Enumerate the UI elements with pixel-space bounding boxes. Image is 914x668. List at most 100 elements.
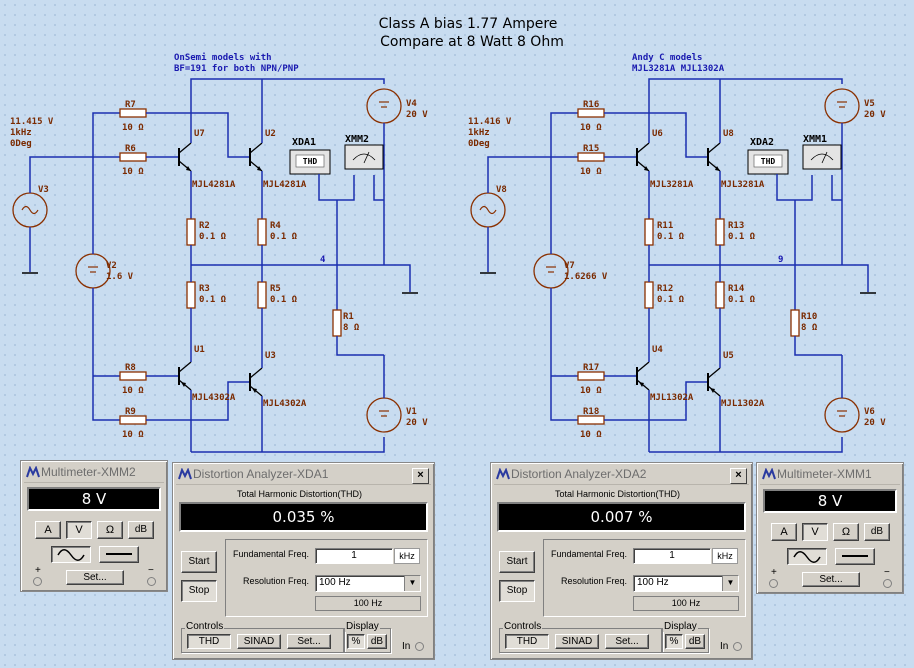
multimeter-xmm2-set-button[interactable]: Set... bbox=[66, 570, 124, 585]
transistor-u8[interactable] bbox=[707, 142, 721, 172]
instrument-xmm1[interactable] bbox=[802, 144, 842, 170]
xda2-percent-button[interactable]: % bbox=[665, 634, 683, 649]
xda1-set-button[interactable]: Set... bbox=[287, 634, 331, 649]
multimeter-xmm2-amps-button[interactable]: A bbox=[35, 521, 61, 539]
rail-source-v5[interactable] bbox=[824, 88, 860, 124]
xda2-db-button[interactable]: dB bbox=[685, 634, 705, 649]
multimeter-xmm2-ac-button[interactable] bbox=[51, 546, 91, 563]
distortion-analyzer-xda2-window[interactable]: Distortion Analyzer-XDA2 × Total Harmoni… bbox=[490, 462, 753, 660]
rail-source-name: V4 bbox=[406, 99, 417, 109]
resistor-r12[interactable] bbox=[644, 281, 654, 309]
transistor-u6[interactable] bbox=[636, 142, 650, 172]
resistor-value: 8 Ω bbox=[801, 323, 818, 333]
multimeter-xmm2-ohms-button[interactable]: Ω bbox=[97, 521, 123, 539]
xda1-settings-panel bbox=[225, 539, 428, 617]
resistor-r8[interactable] bbox=[119, 371, 147, 381]
multimeter-xmm2-window[interactable]: Multimeter-XMM2 8 V A V Ω dB + − Set... bbox=[20, 460, 168, 592]
transistor-u2[interactable] bbox=[249, 142, 263, 172]
xda2-close-button[interactable]: × bbox=[730, 468, 747, 484]
xda2-in-label: In bbox=[720, 641, 729, 652]
resistor-r18[interactable] bbox=[577, 415, 605, 425]
dropdown-arrow-icon[interactable]: ▼ bbox=[404, 576, 420, 591]
multimeter-xmm1-ac-button[interactable] bbox=[787, 548, 827, 565]
dropdown-arrow-icon[interactable]: ▼ bbox=[722, 576, 738, 591]
xda1-resolution-select[interactable]: 100 Hz ▼ bbox=[315, 575, 421, 592]
xda1-fundamental-input[interactable]: 1 bbox=[315, 548, 393, 564]
multimeter-xmm2-dc-button[interactable] bbox=[99, 546, 139, 563]
xda2-input-terminal[interactable] bbox=[733, 642, 742, 651]
bias-source-v2[interactable] bbox=[75, 253, 111, 289]
rail-source-v4[interactable] bbox=[366, 88, 402, 124]
multimeter-xmm2-plus-terminal[interactable] bbox=[33, 577, 42, 586]
multimeter-xmm2-titlebar[interactable]: Multimeter-XMM2 bbox=[24, 464, 164, 483]
rail-source-value: 20 V bbox=[406, 418, 428, 428]
xda1-percent-button[interactable]: % bbox=[347, 634, 365, 649]
multimeter-xmm1-ohms-button[interactable]: Ω bbox=[833, 523, 859, 541]
multimeter-xmm2-db-button[interactable]: dB bbox=[128, 521, 154, 539]
xda2-stop-button[interactable]: Stop bbox=[499, 580, 535, 602]
ac-source-v8[interactable] bbox=[470, 192, 506, 228]
resistor-r15[interactable] bbox=[577, 152, 605, 162]
resistor-r14[interactable] bbox=[715, 281, 725, 309]
resistor-r1[interactable] bbox=[332, 309, 342, 337]
xda2-thd-button[interactable]: THD bbox=[505, 634, 549, 649]
resistor-r10[interactable] bbox=[790, 309, 800, 337]
xda1-start-button[interactable]: Start bbox=[181, 551, 217, 573]
instrument-xmm2[interactable] bbox=[344, 144, 384, 170]
xda1-thd-button[interactable]: THD bbox=[187, 634, 231, 649]
bias-source-v7[interactable] bbox=[533, 253, 569, 289]
resistor-r11[interactable] bbox=[644, 218, 654, 246]
xda1-sinad-button[interactable]: SINAD bbox=[237, 634, 281, 649]
multimeter-xmm1-volts-button[interactable]: V bbox=[802, 523, 828, 541]
distortion-analyzer-xda1-window[interactable]: Distortion Analyzer-XDA1 × Total Harmoni… bbox=[172, 462, 435, 660]
rail-source-v1[interactable] bbox=[366, 397, 402, 433]
multimeter-xmm1-titlebar[interactable]: Multimeter-XMM1 bbox=[760, 466, 900, 485]
xda1-fundamental-unit[interactable]: kHz bbox=[394, 548, 420, 564]
resistor-r13[interactable] bbox=[715, 218, 725, 246]
transistor-arrow bbox=[710, 388, 715, 393]
resistor-r3[interactable] bbox=[186, 281, 196, 309]
xda1-stop-button[interactable]: Stop bbox=[181, 580, 217, 602]
multimeter-xmm1-plus-terminal[interactable] bbox=[769, 579, 778, 588]
multimeter-xmm2-volts-button[interactable]: V bbox=[66, 521, 92, 539]
multimeter-xmm1-amps-button[interactable]: A bbox=[771, 523, 797, 541]
xda1-titlebar[interactable]: Distortion Analyzer-XDA1 × bbox=[176, 466, 431, 485]
transistor-u3[interactable] bbox=[249, 367, 263, 397]
multimeter-xmm1-minus-terminal[interactable] bbox=[883, 579, 892, 588]
resistor-r9[interactable] bbox=[119, 415, 147, 425]
multimeter-xmm1-db-button[interactable]: dB bbox=[864, 523, 890, 541]
xda1-input-terminal[interactable] bbox=[415, 642, 424, 651]
multimeter-xmm1-dc-button[interactable] bbox=[835, 548, 875, 565]
transistor-u5[interactable] bbox=[707, 367, 721, 397]
multimeter-xmm1-window[interactable]: Multimeter-XMM1 8 V A V Ω dB + − Set... bbox=[756, 462, 904, 594]
xda2-fundamental-input[interactable]: 1 bbox=[633, 548, 711, 564]
xda2-set-button[interactable]: Set... bbox=[605, 634, 649, 649]
xda1-close-button[interactable]: × bbox=[412, 468, 429, 484]
transistor-u1[interactable] bbox=[178, 361, 192, 391]
multimeter-xmm2-minus-terminal[interactable] bbox=[147, 577, 156, 586]
wire bbox=[29, 156, 120, 193]
transistor-u7[interactable] bbox=[178, 142, 192, 172]
multimeter-xmm1-set-button[interactable]: Set... bbox=[802, 572, 860, 587]
resistor-r5[interactable] bbox=[257, 281, 267, 309]
xda2-resolution-select[interactable]: 100 Hz ▼ bbox=[633, 575, 739, 592]
xda2-titlebar[interactable]: Distortion Analyzer-XDA2 × bbox=[494, 466, 749, 485]
xda2-sinad-button[interactable]: SINAD bbox=[555, 634, 599, 649]
resistor-r6[interactable] bbox=[119, 152, 147, 162]
resistor-r2[interactable] bbox=[186, 218, 196, 246]
instrument-xda1[interactable]: THD bbox=[289, 149, 331, 175]
xda2-fundamental-unit[interactable]: kHz bbox=[712, 548, 738, 564]
resistor-r4[interactable] bbox=[257, 218, 267, 246]
resistor-r7[interactable] bbox=[119, 108, 147, 118]
resistor-r17[interactable] bbox=[577, 371, 605, 381]
rail-source-v6[interactable] bbox=[824, 397, 860, 433]
xda1-db-button[interactable]: dB bbox=[367, 634, 387, 649]
instrument-xda2[interactable]: THD bbox=[747, 149, 789, 175]
transistor-u4[interactable] bbox=[636, 361, 650, 391]
xda2-start-button[interactable]: Start bbox=[499, 551, 535, 573]
ac-source-v3[interactable] bbox=[12, 192, 48, 228]
resistor-r16[interactable] bbox=[577, 108, 605, 118]
